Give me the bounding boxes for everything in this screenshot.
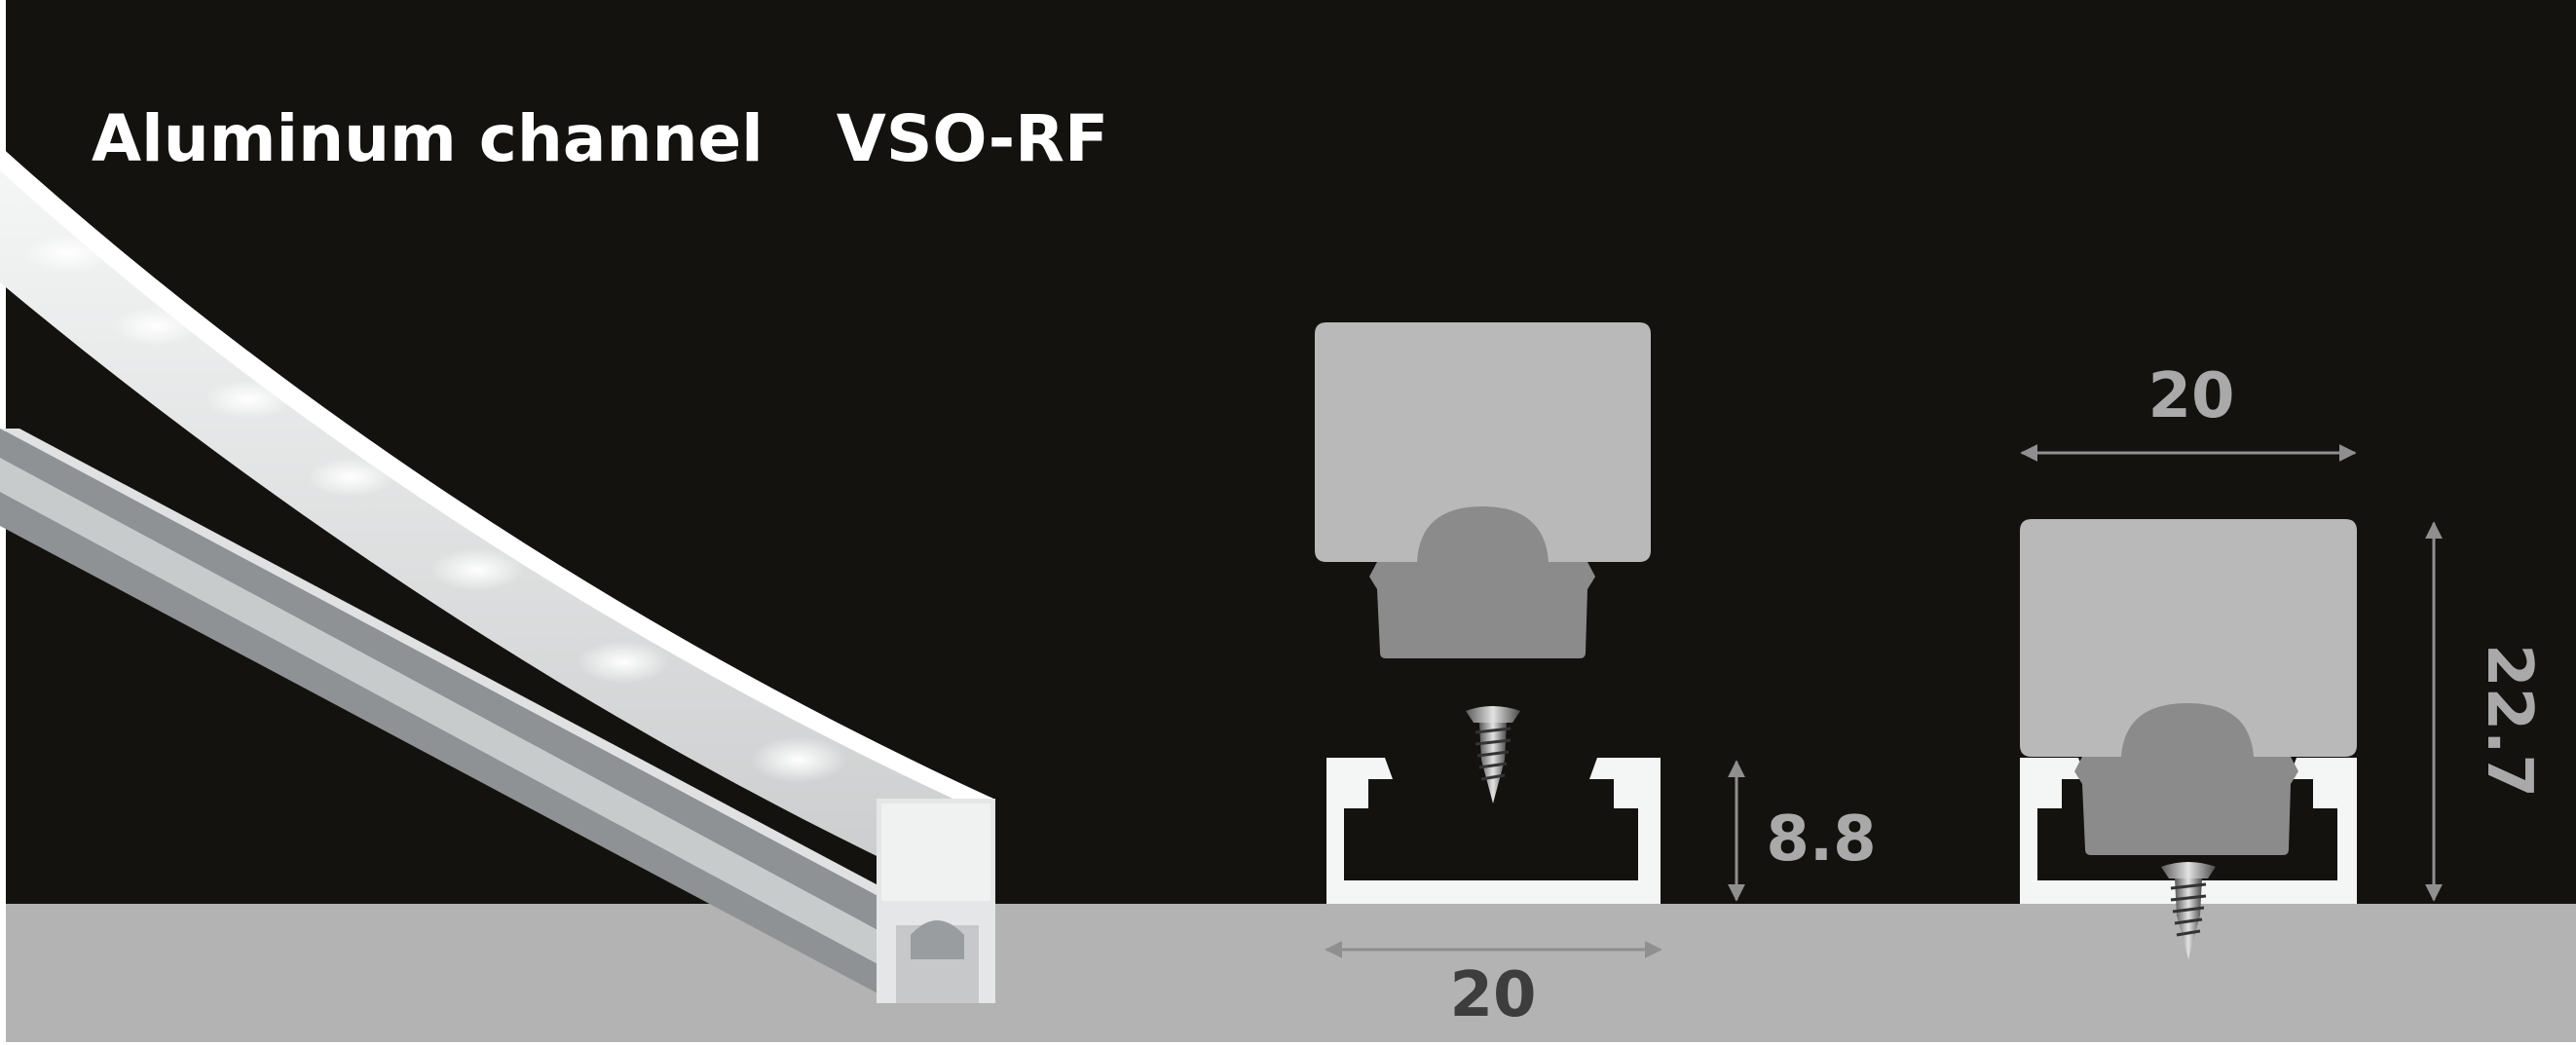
- dimension-label-assembly-height: 22.7: [2473, 644, 2545, 798]
- led-strip-3d-render: [0, 146, 995, 1003]
- led-strip-body-assembled: [2074, 703, 2298, 855]
- product-title: Aluminum channel VSO-RF: [92, 101, 1108, 176]
- exploded-view: [1315, 322, 1661, 904]
- channel-profile-assembled: [2020, 758, 2357, 904]
- floor: [0, 904, 2576, 1042]
- assembled-view: [2020, 519, 2357, 961]
- diffuser-cover-assembled: [2020, 519, 2357, 757]
- dimension-channel-height: 8.8: [1728, 760, 1877, 902]
- diffuser-cover: [1315, 322, 1651, 562]
- dimension-label-channel-width: 20: [1449, 959, 1536, 1031]
- channel-profile: [1326, 758, 1661, 904]
- dimension-assembly-height: 22.7: [2425, 521, 2545, 902]
- led-strip-body: [1369, 506, 1595, 658]
- dimension-label-assembly-width: 20: [2147, 360, 2234, 432]
- dimension-channel-width: 20: [1325, 941, 1662, 1031]
- dimension-assembly-width: 20: [2020, 360, 2357, 462]
- title-model: VSO-RF: [837, 101, 1108, 176]
- dimension-label-channel-height: 8.8: [1766, 803, 1876, 876]
- title-product: Aluminum channel: [92, 101, 764, 176]
